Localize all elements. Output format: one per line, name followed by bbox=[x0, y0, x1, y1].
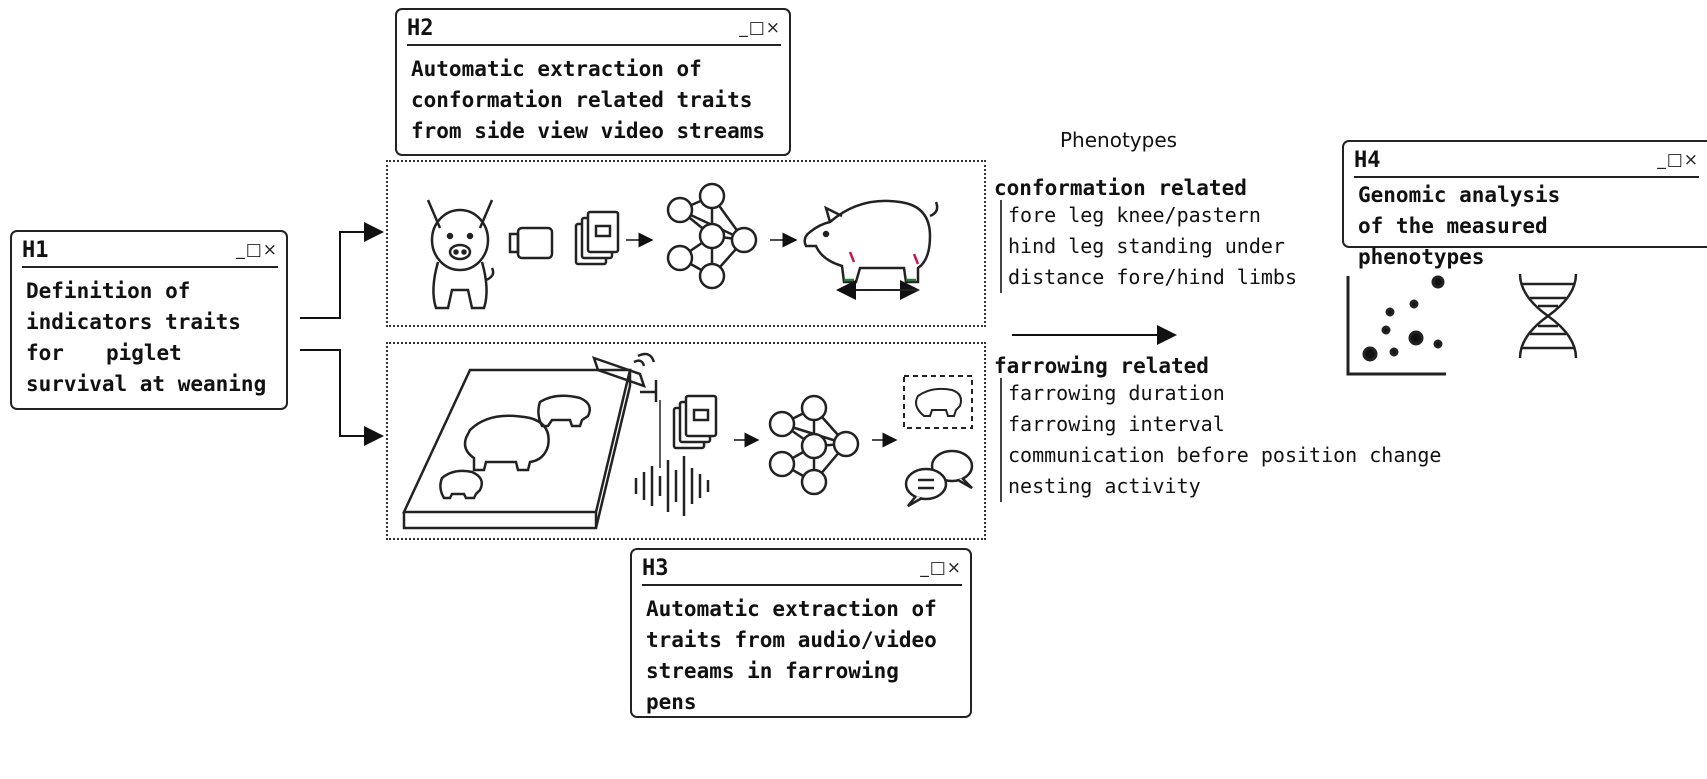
video-camera-icon bbox=[508, 226, 554, 260]
h2-title: H2 bbox=[407, 16, 434, 41]
farrowing-heading: farrowing related bbox=[994, 354, 1209, 378]
h3-body: Automatic extraction of traits from audi… bbox=[646, 594, 962, 718]
h4-body: Genomic analysis of the measured phenoty… bbox=[1358, 180, 1699, 273]
h3-line: Automatic extraction of bbox=[646, 597, 937, 621]
h4-window: H4 _□× Genomic analysis of the measured … bbox=[1342, 140, 1707, 269]
h2-line: from side view video streams bbox=[411, 119, 766, 143]
list-item: farrowing interval bbox=[1008, 412, 1225, 436]
h2-window: H2 _□× Automatic extraction of conformat… bbox=[395, 8, 791, 156]
neural-network-icon bbox=[666, 182, 758, 290]
h1-to-h3-arrow bbox=[300, 349, 384, 446]
h1-title: H1 bbox=[22, 238, 49, 263]
video-frames-icon-2 bbox=[672, 394, 718, 450]
pig-side-icon bbox=[803, 199, 939, 300]
h4-titlebar: H4 _□× bbox=[1354, 146, 1699, 178]
window-controls[interactable]: _□× bbox=[1657, 150, 1699, 170]
scatter-plot-icon bbox=[1346, 275, 1446, 376]
chat-bubbles-icon bbox=[904, 449, 974, 508]
conformation-heading: conformation related bbox=[994, 176, 1247, 200]
h3-line: pens bbox=[646, 690, 697, 714]
h4-line: of the measured bbox=[1358, 214, 1548, 238]
list-item: fore leg knee/pastern bbox=[1008, 203, 1261, 227]
h3-line: traits from audio/video bbox=[646, 628, 937, 652]
h1-line: indicators traits bbox=[26, 310, 241, 334]
h3-window: H3 _□× Automatic extraction of traits fr… bbox=[630, 548, 972, 718]
conformation-list: fore leg knee/pastern hind leg standing … bbox=[1000, 200, 1297, 293]
h1-line: Definition of bbox=[26, 279, 191, 303]
h4-title: H4 bbox=[1354, 148, 1381, 173]
h3-title: H3 bbox=[642, 556, 669, 581]
h3-line: streams in farrowing bbox=[646, 659, 899, 683]
security-camera-icon bbox=[592, 352, 661, 468]
window-controls[interactable]: _□× bbox=[236, 240, 278, 260]
h4-line: phenotypes bbox=[1358, 245, 1485, 269]
list-item: nesting activity bbox=[1008, 474, 1201, 498]
list-item: hind leg standing under bbox=[1008, 234, 1285, 258]
h1-line: survival at weaning bbox=[26, 372, 267, 396]
h1-titlebar: H1 _□× bbox=[22, 236, 278, 268]
h4-line: Genomic analysis bbox=[1358, 183, 1561, 207]
h2-body: Automatic extraction of conformation rel… bbox=[411, 54, 781, 147]
pig-front-icon bbox=[426, 199, 495, 310]
list-item: distance fore/hind limbs bbox=[1008, 265, 1297, 289]
window-controls[interactable]: _□× bbox=[739, 18, 781, 38]
conformation-pipeline-panel bbox=[386, 160, 986, 327]
audio-wave-icon bbox=[634, 456, 710, 516]
neural-network-icon-2 bbox=[768, 394, 860, 496]
h3-titlebar: H3 _□× bbox=[642, 554, 962, 586]
selected-pig-icon bbox=[903, 375, 973, 429]
phenotypes-label: Phenotypes bbox=[1060, 128, 1178, 152]
window-controls[interactable]: _□× bbox=[920, 558, 962, 578]
farrowing-list: farrowing duration farrowing interval co… bbox=[1000, 378, 1441, 502]
h1-window: H1 _□× Definition of indicators traits f… bbox=[10, 230, 288, 410]
h2-line: conformation related traits bbox=[411, 88, 753, 112]
h1-to-h2-arrow bbox=[300, 222, 384, 319]
list-item: farrowing duration bbox=[1008, 381, 1225, 405]
farrowing-pipeline-panel bbox=[386, 342, 986, 540]
video-frames-icon bbox=[574, 210, 620, 266]
list-item: communication before position change bbox=[1008, 443, 1442, 467]
dna-icon bbox=[1518, 273, 1578, 359]
h2-line: Automatic extraction of bbox=[411, 57, 702, 81]
h2-titlebar: H2 _□× bbox=[407, 14, 781, 46]
